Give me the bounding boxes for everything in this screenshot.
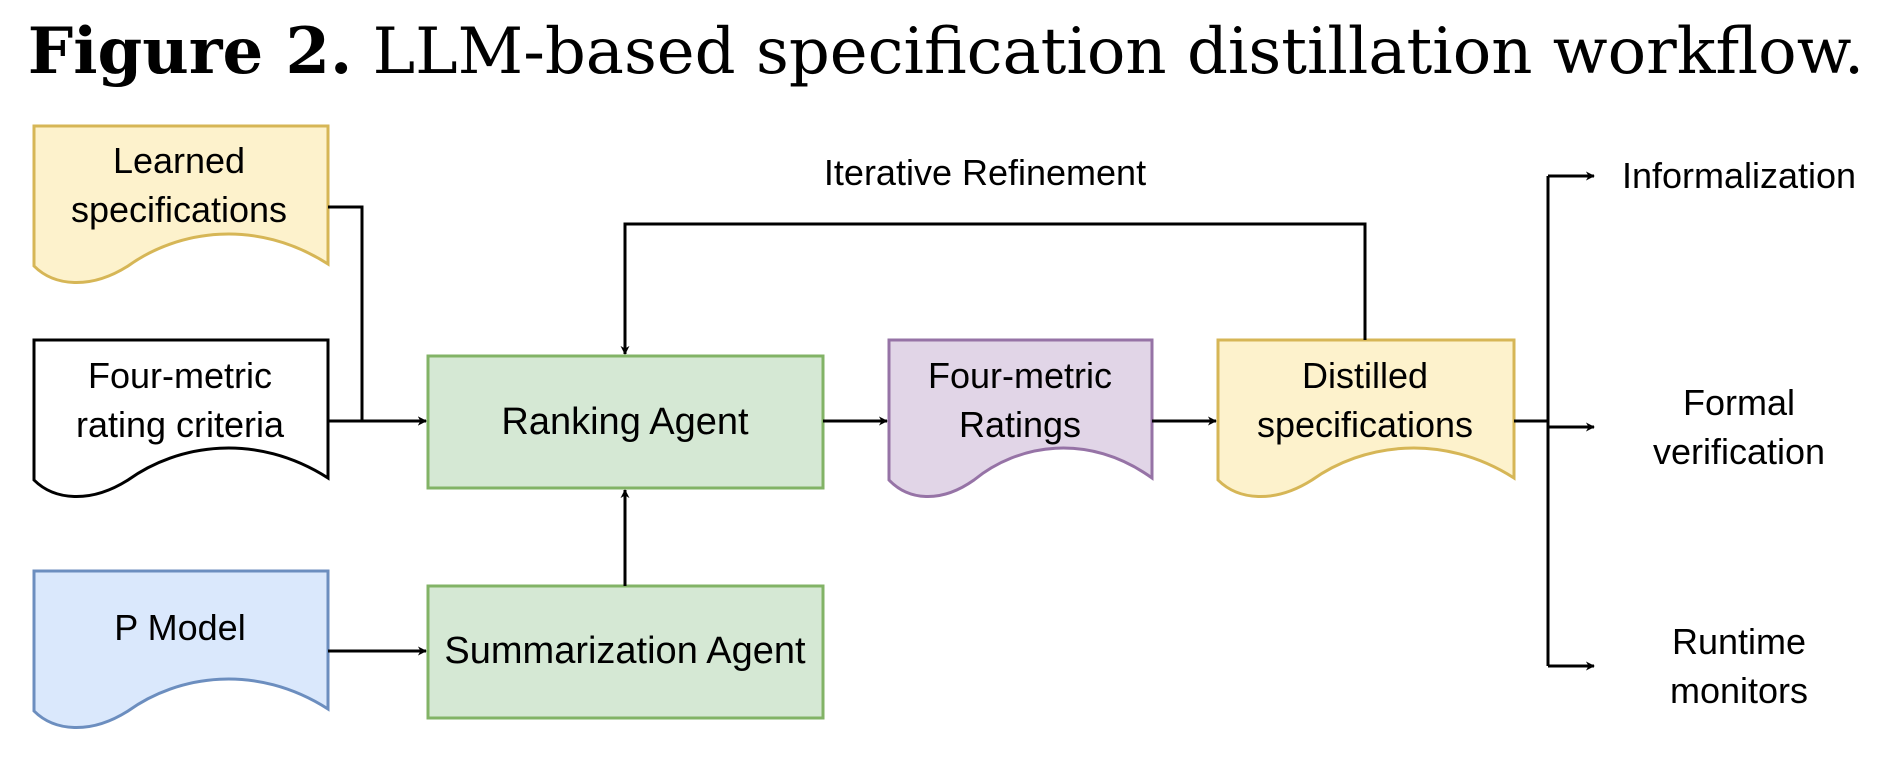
- output-formal-verification-line-2: verification: [1653, 431, 1825, 472]
- iterative-refinement-label: Iterative Refinement: [824, 152, 1146, 193]
- summarization-agent-node: Summarization Agent: [426, 584, 825, 720]
- p-model-shape: [32, 569, 330, 729]
- ratings-shape: [887, 338, 1154, 498]
- summarization-agent-box: [426, 584, 825, 720]
- learned-specifications-shape: [32, 124, 330, 284]
- rating-criteria-line-1: Four-metric: [88, 355, 272, 396]
- ratings-node: Four-metric Ratings: [887, 338, 1154, 498]
- output-runtime-monitors-line-2: monitors: [1670, 670, 1808, 711]
- ranking-agent-box: [426, 354, 825, 490]
- ranking-agent-node: Ranking Agent: [426, 354, 825, 490]
- distilled-specifications-line-1: Distilled: [1302, 355, 1428, 396]
- ratings-line-2: Ratings: [959, 404, 1081, 445]
- output-informalization: Informalization: [1622, 155, 1856, 196]
- distilled-specifications-line-2: specifications: [1257, 404, 1473, 445]
- output-runtime-monitors-line-1: Runtime: [1672, 621, 1806, 662]
- p-model-label: P Model: [114, 607, 245, 648]
- figure-number: Figure 2.: [27, 14, 353, 89]
- distilled-specifications-node: Distilled specifications: [1216, 338, 1516, 498]
- ranking-agent-label: Ranking Agent: [501, 401, 749, 443]
- distilled-specifications-shape: [1216, 338, 1516, 498]
- p-model-node: P Model: [32, 569, 330, 729]
- figure-title: Figure 2. LLM-based specification distil…: [0, 14, 1892, 89]
- connector-learned-to-ranking: [328, 205, 427, 426]
- rating-criteria-line-2: rating criteria: [76, 404, 285, 445]
- connector-iterative-refinement-loop: [620, 222, 1367, 355]
- figure-caption: LLM-based specification distillation wor…: [372, 15, 1865, 89]
- ratings-line-1: Four-metric: [928, 355, 1112, 396]
- rating-criteria-node: Four-metric rating criteria: [32, 338, 330, 498]
- learned-specifications-node: Learned specifications: [32, 124, 330, 284]
- output-formal-verification-line-1: Formal: [1683, 382, 1795, 423]
- summarization-agent-label: Summarization Agent: [444, 630, 806, 672]
- rating-criteria-shape: [32, 338, 330, 498]
- learned-specifications-line-1: Learned: [113, 140, 245, 181]
- learned-specifications-line-2: specifications: [71, 189, 287, 230]
